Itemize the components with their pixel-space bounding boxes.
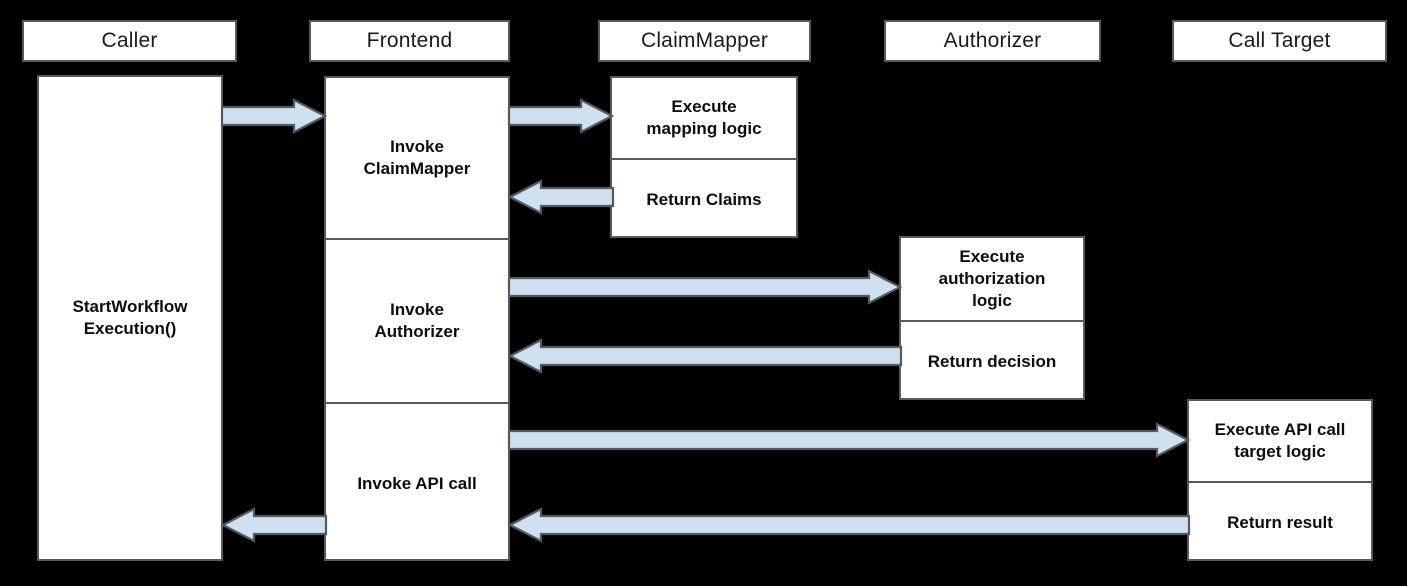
- activation-segment: Invoke Authorizer: [326, 238, 508, 402]
- message-arrow-frontend-to-claimmapper[interactable]: [507, 98, 615, 134]
- message-arrow-calltarget-to-frontend[interactable]: [507, 507, 1191, 543]
- activation-segment-label: StartWorkflow Execution(): [72, 297, 188, 338]
- activation-segment: Return Claims: [612, 158, 796, 240]
- lifeline-header-label: Caller: [101, 29, 158, 53]
- message-arrow-claimmapper-to-frontend[interactable]: [507, 179, 615, 215]
- activation-segment-label: Invoke ClaimMapper: [363, 137, 471, 178]
- lifeline-header-caller[interactable]: Caller: [22, 20, 237, 62]
- lifeline-header-label: Authorizer: [943, 29, 1042, 53]
- activation-frontend[interactable]: Invoke ClaimMapper Invoke Authorizer Inv…: [324, 76, 510, 561]
- activation-caller[interactable]: StartWorkflow Execution(): [37, 75, 223, 561]
- activation-segment-label: Execute mapping logic: [646, 97, 762, 138]
- activation-claimmapper[interactable]: Execute mapping logic Return Claims: [610, 76, 798, 238]
- lifeline-header-label: ClaimMapper: [640, 29, 769, 53]
- message-arrow-frontend-to-calltarget[interactable]: [507, 422, 1191, 458]
- activation-segment: Invoke ClaimMapper: [326, 78, 508, 238]
- activation-segment: Return result: [1189, 481, 1371, 563]
- activation-segment-label: Invoke API call: [357, 473, 477, 493]
- message-arrow-frontend-to-caller[interactable]: [220, 507, 328, 543]
- message-arrow-frontend-to-authorizer[interactable]: [507, 269, 903, 305]
- activation-segment: StartWorkflow Execution(): [39, 77, 221, 559]
- message-arrow-authorizer-to-frontend[interactable]: [507, 338, 903, 374]
- activation-segment-label: Return result: [1227, 513, 1333, 533]
- activation-authorizer[interactable]: Execute authorization logic Return decis…: [899, 236, 1085, 400]
- lifeline-header-claimmapper[interactable]: ClaimMapper: [598, 20, 811, 62]
- lifeline-header-calltarget[interactable]: Call Target: [1172, 20, 1387, 62]
- activation-segment-label: Execute authorization logic: [938, 247, 1046, 310]
- activation-segment: Execute authorization logic: [901, 238, 1083, 320]
- activation-calltarget[interactable]: Execute API call target logic Return res…: [1187, 399, 1373, 561]
- lifeline-header-frontend[interactable]: Frontend: [309, 20, 510, 62]
- activation-segment-label: Return decision: [927, 352, 1057, 372]
- message-arrow-caller-to-frontend[interactable]: [220, 98, 328, 134]
- activation-segment-label: Execute API call target logic: [1214, 420, 1346, 461]
- lifeline-header-label: Call Target: [1228, 29, 1331, 53]
- activation-segment: Return decision: [901, 320, 1083, 402]
- activation-segment-label: Invoke Authorizer: [374, 300, 460, 341]
- lifeline-header-label: Frontend: [366, 29, 453, 53]
- activation-segment: Execute mapping logic: [612, 78, 796, 158]
- activation-segment: Invoke API call: [326, 402, 508, 563]
- activation-segment-label: Return Claims: [646, 190, 762, 210]
- activation-segment: Execute API call target logic: [1189, 401, 1371, 481]
- lifeline-header-authorizer[interactable]: Authorizer: [884, 20, 1101, 62]
